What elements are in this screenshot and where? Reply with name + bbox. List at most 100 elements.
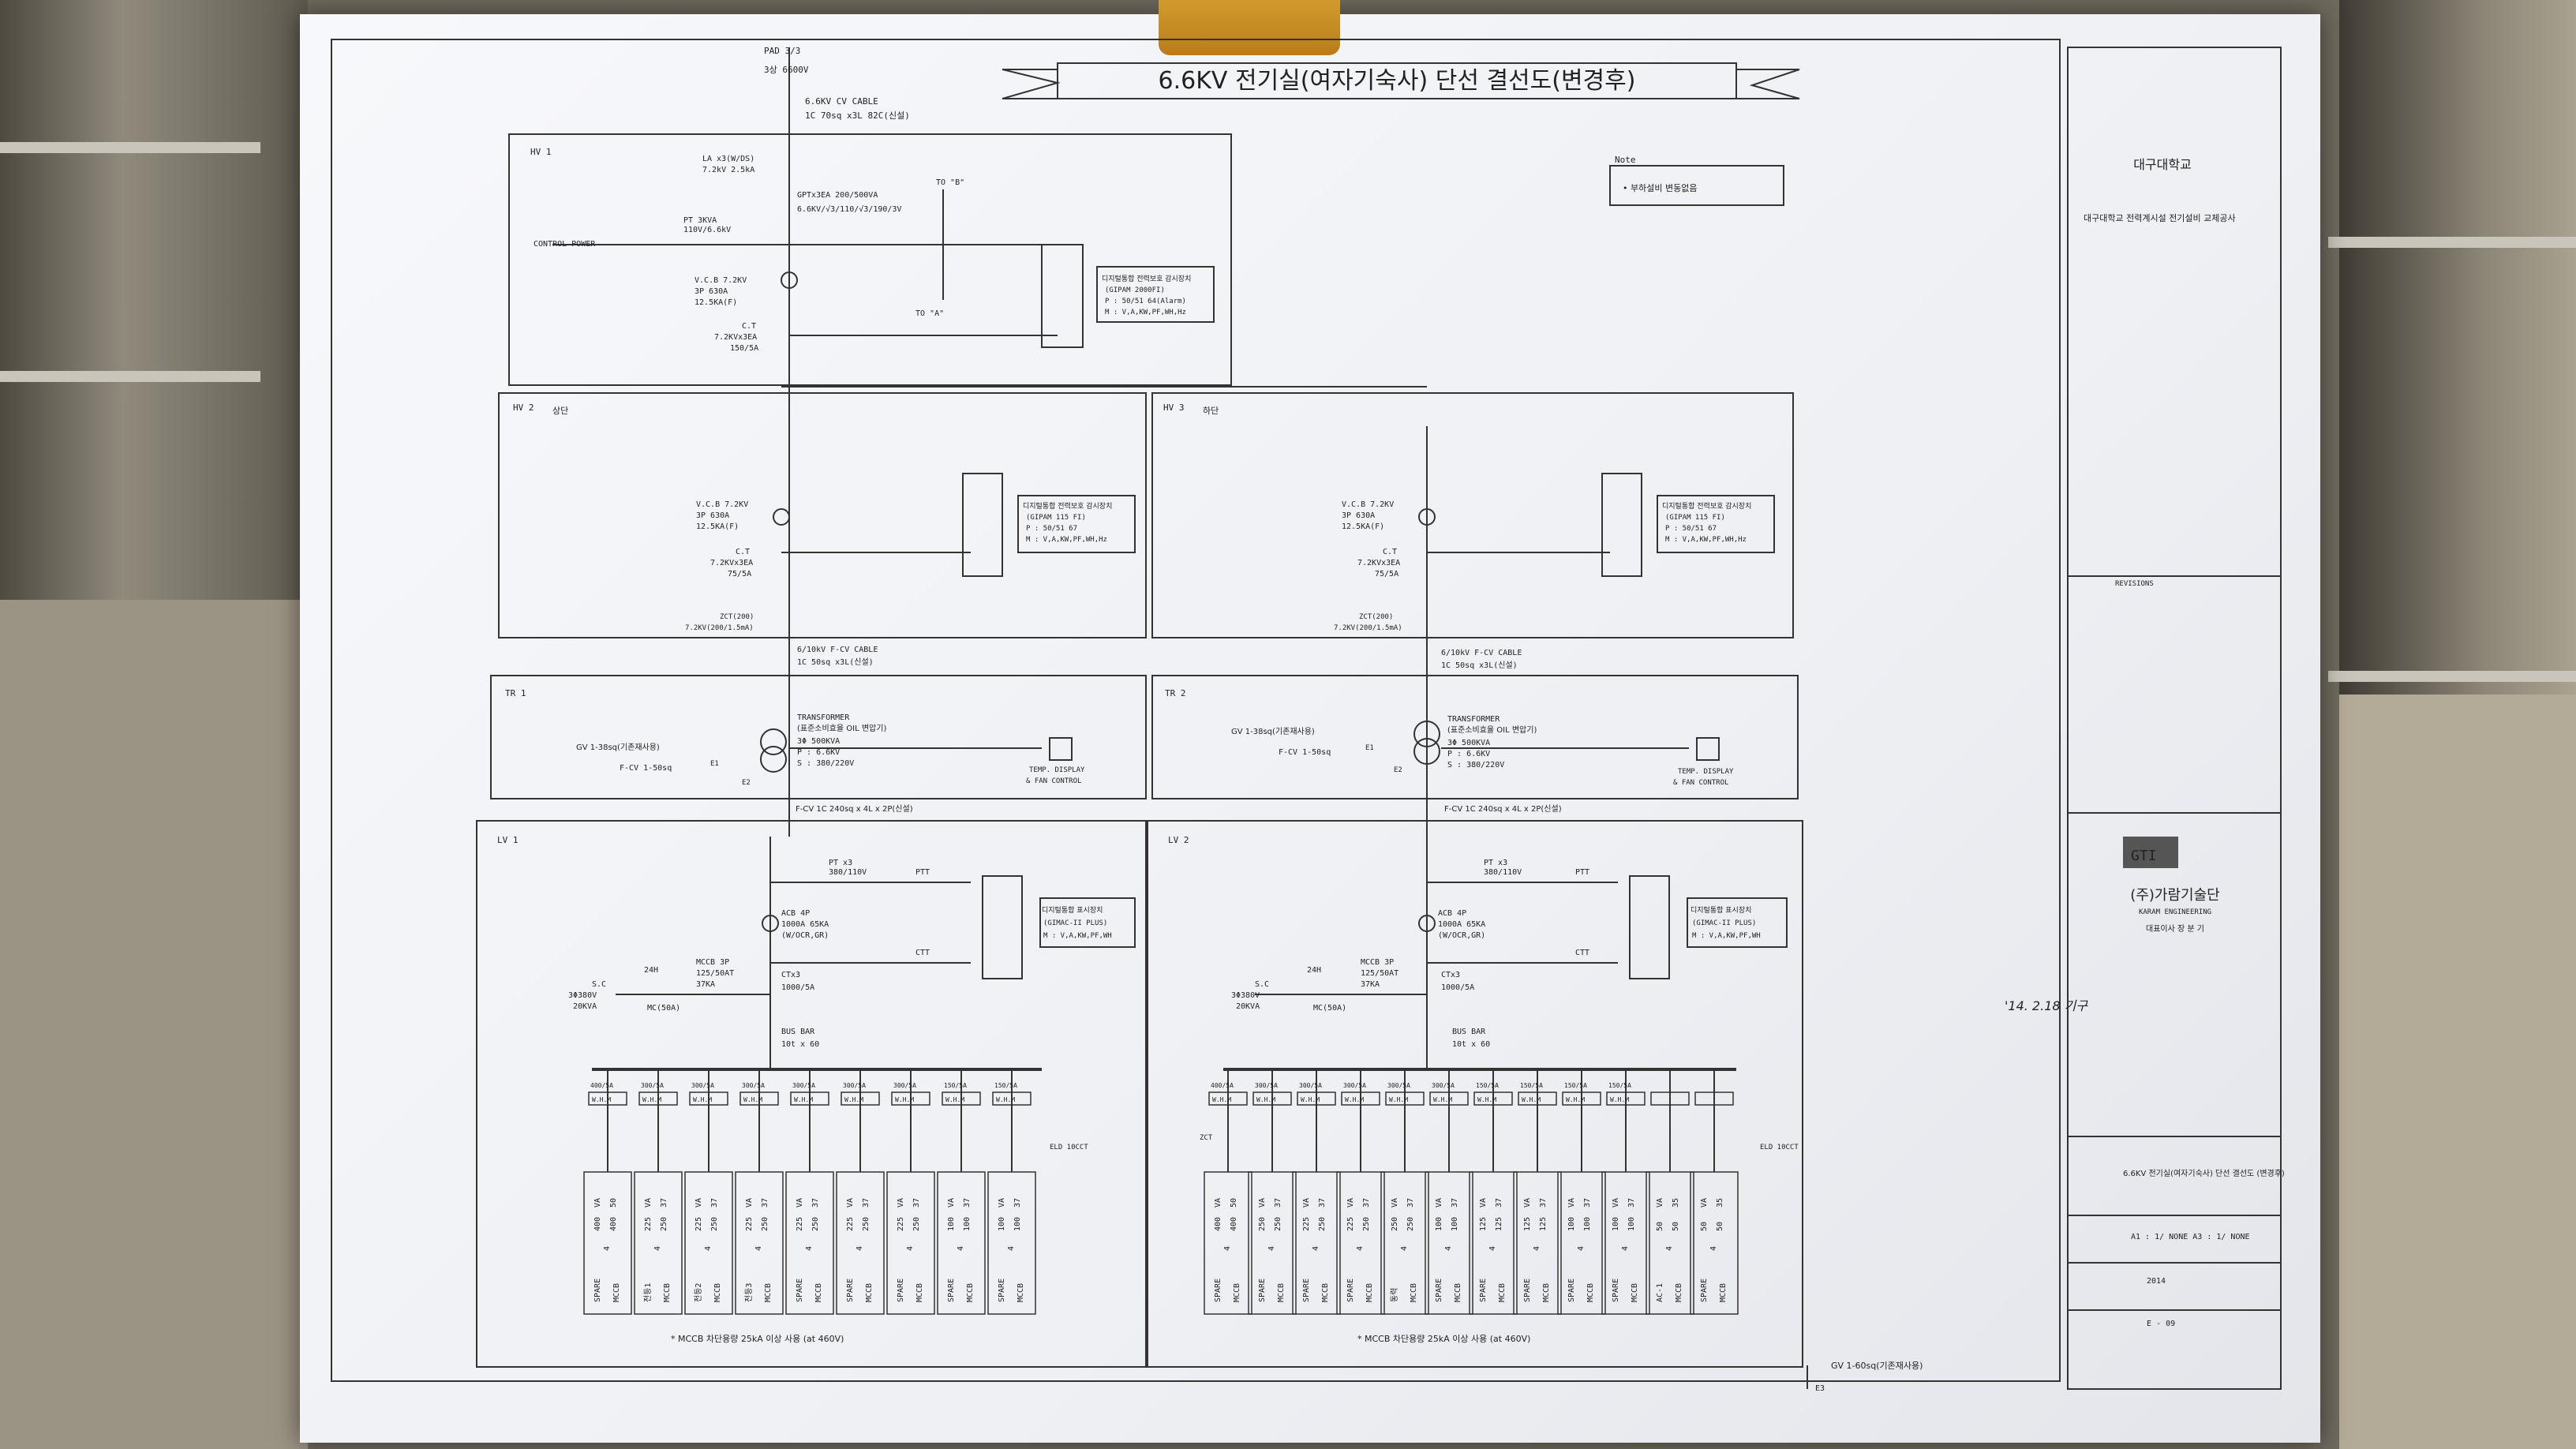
feeder-poles: 4 — [1444, 1246, 1453, 1251]
feeder-va: VA — [1656, 1198, 1664, 1208]
feeder-name: SPARE — [947, 1279, 956, 1302]
feeder-name: SPARE — [1214, 1279, 1222, 1302]
feeder-ct-ratio: 400/5A — [1211, 1082, 1234, 1089]
tr1-type: (표준소비효율 OIL 변압기) — [797, 723, 886, 733]
lv2-ptt: PTT — [1575, 868, 1589, 877]
feeder-name: 전등2 — [694, 1283, 703, 1302]
feeder-ka: 37 — [1318, 1198, 1327, 1208]
whm-box — [1208, 1091, 1248, 1106]
feeder-poles: 4 — [1356, 1246, 1365, 1251]
hv2-meter-p: P : 50/51 67 — [1026, 525, 1077, 533]
feeder-breaker-box — [836, 1171, 885, 1315]
lv1-ctx3-ratio: 1000/5A — [781, 983, 814, 992]
tr1-label: TRANSFORMER — [797, 713, 850, 722]
feeder-name: SPARE — [1567, 1279, 1576, 1302]
feeder-ka: 37 — [1627, 1198, 1636, 1208]
lv1-sc: S.C — [592, 980, 606, 989]
feeder-poles: 4 — [856, 1246, 864, 1251]
lv1-sc-spec: 3Φ380V — [568, 991, 597, 1000]
tr2-cap: 3Φ 500KVA — [1447, 739, 1490, 747]
feeder-breaker-box — [785, 1171, 834, 1315]
ground-e3: E3 — [1815, 1384, 1825, 1393]
lv2-mc: MC(50A) — [1313, 1004, 1346, 1013]
lv1-mccb-spec: 125/50AT — [696, 969, 734, 978]
feeder-name: 동력 — [1390, 1288, 1399, 1302]
note-box — [1609, 165, 1784, 206]
feeder-breaker-box — [1469, 1171, 1518, 1315]
hv3-ct-spec: 7.2KVx3EA — [1357, 559, 1400, 567]
whm-box — [1429, 1091, 1469, 1106]
hv1-meter-p: P : 50/51 64(Alarm) — [1105, 298, 1186, 305]
window-grate — [0, 371, 260, 382]
whm-label: W.H.M — [1212, 1096, 1231, 1103]
feeder-ka: 37 — [1362, 1198, 1371, 1208]
feeder-at: 50 — [1672, 1222, 1680, 1231]
feeder-poles: 4 — [1621, 1246, 1630, 1251]
feeder-va: VA — [1258, 1198, 1267, 1208]
to-b-label: TO "B" — [936, 178, 964, 187]
hv2-vcb-a: 3P 630A — [696, 511, 729, 520]
whm-label: W.H.M — [642, 1096, 661, 1103]
feeder-va: VA — [846, 1198, 855, 1208]
hv3-meter-title: 디지털통합 전력보호 감시장치 — [1662, 501, 1751, 511]
tr2-label: TRANSFORMER — [1447, 715, 1500, 724]
tr2-e2: E2 — [1394, 766, 1402, 774]
banner-right — [1736, 69, 1800, 99]
tb-scale: A1 : 1/ NONE A3 : 1/ NONE — [2131, 1233, 2250, 1241]
hv2-zct: ZCT(200) — [720, 613, 754, 621]
feeder-ct-ratio: 150/5A — [1564, 1082, 1587, 1089]
lv1-meter-box — [1039, 897, 1136, 948]
tr2-primary-coil — [1413, 721, 1440, 747]
tr1-temp: TEMP. DISPLAY — [1029, 766, 1085, 774]
feeder-at: 100 — [1451, 1217, 1459, 1231]
lv1-ctt: CTT — [915, 949, 930, 957]
whm-box — [790, 1091, 829, 1106]
lv2-timer: 24H — [1307, 966, 1321, 975]
feeder-breaker-box — [1336, 1171, 1385, 1315]
whm-label: W.H.M — [1477, 1096, 1496, 1103]
feeder-ka: 37 — [660, 1198, 668, 1208]
feeder-at: 250 — [1406, 1217, 1415, 1231]
feeder-af: 400 — [593, 1217, 602, 1231]
feeder-at: 250 — [660, 1217, 668, 1231]
lv2-bus-spec: 10t x 60 — [1452, 1040, 1490, 1049]
binder-clip — [1159, 0, 1340, 55]
hv2-ct-spec: 7.2KVx3EA — [710, 559, 753, 567]
feeder-name: SPARE — [1523, 1279, 1532, 1302]
lv1-panel — [476, 820, 1147, 1368]
feeder-name: AC-1 — [1656, 1283, 1664, 1302]
tr2-type: (표준소비효율 OIL 변압기) — [1447, 724, 1537, 735]
whm-label: W.H.M — [895, 1096, 914, 1103]
feeder-at: 100 — [1013, 1217, 1022, 1231]
feeder-va: VA — [695, 1198, 703, 1208]
hv1-meter-model: (GIPAM 2000FI) — [1105, 286, 1165, 294]
pad-spec: 3상 6600V — [764, 65, 809, 75]
lv2-meter-m: M : V,A,KW,PF,WH — [1692, 932, 1761, 940]
feeder-ka: 37 — [1451, 1198, 1459, 1208]
hv1-gpt: GPTx3EA 200/500VA — [797, 191, 878, 200]
feeder-va: VA — [1346, 1198, 1355, 1208]
lv1-pt: PT x3 — [829, 859, 852, 867]
feeder-va: VA — [1700, 1198, 1709, 1208]
lv1-footnote: * MCCB 차단용량 25kA 이상 사용 (at 460V) — [671, 1334, 844, 1344]
feeder-type: MCCB — [1719, 1283, 1728, 1302]
feeder-ct-ratio: 300/5A — [1299, 1082, 1322, 1089]
note-text: • 부하설비 변동없음 — [1623, 182, 1697, 193]
title-block-border — [2067, 47, 2282, 1390]
feeder-af: 125 — [1523, 1217, 1532, 1231]
feeder-type: MCCB — [814, 1283, 823, 1302]
hv1-vcb-symbol — [781, 271, 798, 289]
feeder-breaker-box — [735, 1171, 784, 1315]
hv3-ct: C.T — [1383, 548, 1397, 556]
tr2-out-cable: F-CV 1C 240sq x 4L x 2P(신설) — [1444, 804, 1562, 814]
lv1-sc-kva: 20KVA — [573, 1002, 597, 1011]
feeder-ct-ratio: 300/5A — [1387, 1082, 1410, 1089]
feeder-af: 400 — [1214, 1217, 1222, 1231]
hv1-gpt-ratio: 6.6KV/√3/110/√3/190/3V — [797, 204, 901, 214]
feeder-ct-ratio: 300/5A — [843, 1082, 866, 1089]
note-label: Note — [1615, 155, 1636, 165]
feeder-breaker-box — [987, 1171, 1036, 1315]
hv2-panel — [498, 392, 1147, 638]
